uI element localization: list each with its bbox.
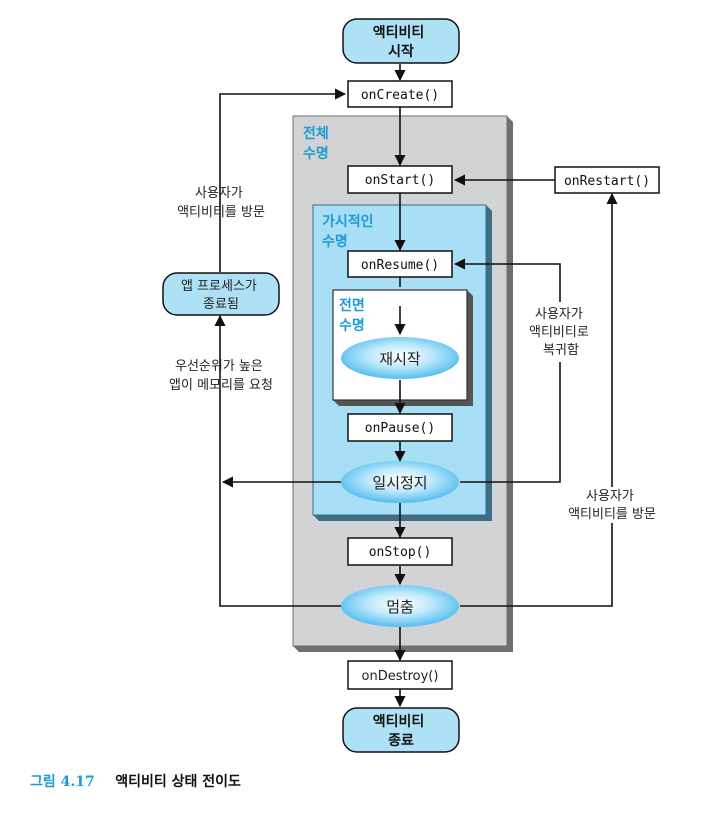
svg-text:onStop(): onStop() bbox=[369, 545, 432, 560]
user-visits-right-note: 사용자가 액티비티를 방문 bbox=[560, 487, 664, 523]
on-pause-box: onPause() bbox=[347, 413, 453, 442]
on-restart-box: onRestart() bbox=[554, 166, 660, 194]
figure-number: 그림 4.17 bbox=[30, 774, 95, 790]
svg-text:앱 프로세스가 종료됨: 앱 프로세스가 종료됨 bbox=[181, 279, 261, 312]
visible-lifetime-label: 가시적인 수명 bbox=[322, 213, 378, 250]
svg-text:액티비티 시작: 액티비티 시작 bbox=[373, 24, 429, 60]
svg-text:onStart(): onStart() bbox=[365, 173, 435, 188]
svg-text:onPause(): onPause() bbox=[365, 421, 435, 436]
higher-priority-note: 우선순위가 높은 앱이 메모리를 요청 bbox=[169, 359, 273, 393]
on-destroy-box: onDestroy() bbox=[347, 660, 453, 690]
svg-text:액티비티 종료: 액티비티 종료 bbox=[373, 713, 429, 749]
entire-lifetime-label: 전체 수명 bbox=[303, 125, 334, 162]
activity-start-pill: 액티비티 시작 bbox=[342, 18, 460, 64]
svg-text:사용자가 액티비티를 방문: 사용자가 액티비티를 방문 bbox=[568, 489, 656, 522]
svg-text:멈춤: 멈춤 bbox=[386, 598, 414, 616]
svg-text:onResume(): onResume() bbox=[361, 258, 439, 273]
svg-text:onCreate(): onCreate() bbox=[361, 88, 439, 103]
on-start-box: onStart() bbox=[347, 165, 453, 194]
svg-text:재시작: 재시작 bbox=[379, 350, 421, 368]
paused-state-oval: 일시정지 bbox=[341, 461, 459, 503]
stopped-state-oval: 멈춤 bbox=[341, 585, 459, 627]
resumed-state-oval: 재시작 bbox=[341, 337, 459, 379]
on-resume-box: onResume() bbox=[347, 250, 453, 278]
connectors bbox=[214, 64, 618, 708]
activity-end-pill: 액티비티 종료 bbox=[342, 707, 460, 753]
user-visits-left-note: 사용자가 액티비티를 방문 bbox=[177, 186, 265, 220]
svg-text:onRestart(): onRestart() bbox=[564, 174, 650, 189]
process-killed-pill: 앱 프로세스가 종료됨 bbox=[162, 272, 280, 316]
figure-title: 액티비티 상태 전이도 bbox=[115, 774, 241, 790]
svg-text:사용자가 액티비티로 복귀함: 사용자가 액티비티로 복귀함 bbox=[529, 307, 593, 358]
figure-caption: 그림 4.17 액티비티 상태 전이도 bbox=[30, 771, 241, 791]
user-returns-note: 사용자가 액티비티로 복귀함 bbox=[524, 302, 600, 362]
svg-text:일시정지: 일시정지 bbox=[372, 474, 427, 492]
on-stop-box: onStop() bbox=[347, 537, 453, 566]
svg-text:onDestroy(): onDestroy() bbox=[362, 669, 439, 684]
on-create-box: onCreate() bbox=[347, 80, 453, 108]
foreground-lifetime-label: 전면 수명 bbox=[339, 297, 370, 334]
